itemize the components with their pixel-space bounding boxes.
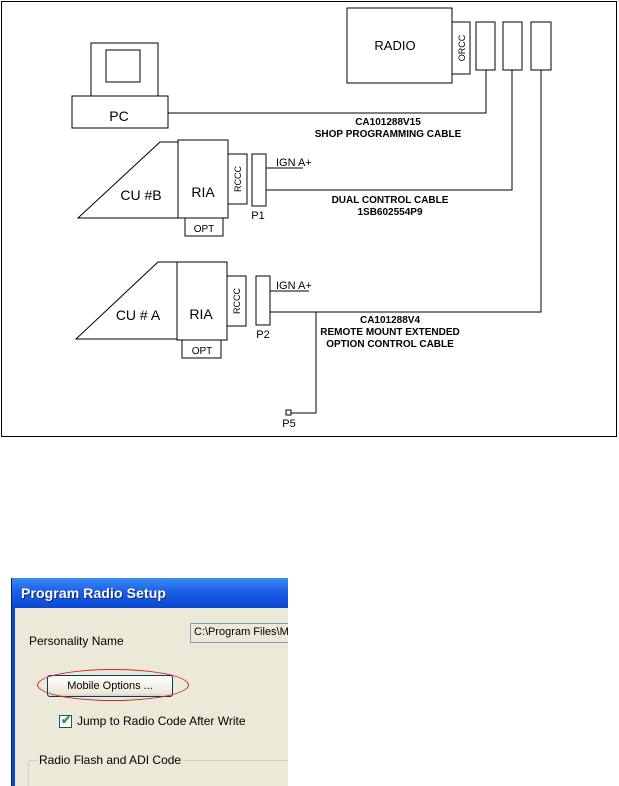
p2-connector — [255, 275, 271, 326]
connector-remote — [530, 21, 552, 71]
opt-a-label: OPT — [192, 346, 213, 357]
dialog-body: Personality Name C:\Program Files\M Mobi… — [12, 608, 288, 786]
rccc-a-label: RCCC — [232, 288, 242, 314]
p1-label: P1 — [251, 210, 264, 222]
radio-box — [346, 7, 453, 84]
opt-b-box — [184, 217, 224, 237]
pc-box — [71, 95, 169, 129]
p2-label: P2 — [256, 329, 269, 341]
dual-cable-wire — [266, 70, 513, 191]
jump-to-radio-code-label[interactable]: Jump to Radio Code After Write — [77, 714, 246, 728]
opt-b-label: OPT — [194, 224, 215, 235]
p1-connector — [251, 153, 267, 207]
radio-flash-adi-legend: Radio Flash and ADI Code — [37, 753, 184, 767]
personality-name-input[interactable]: C:\Program Files\M — [190, 623, 288, 643]
p5-label: P5 — [282, 418, 295, 430]
dual-cable-name: DUAL CONTROL CABLE — [332, 195, 449, 206]
connector-dual — [502, 21, 523, 71]
pc-label: PC — [109, 108, 128, 124]
rccc-b-box — [227, 153, 248, 205]
opt-a-box — [181, 339, 222, 359]
p5-connector — [285, 409, 292, 416]
mobile-options-button[interactable]: Mobile Options ... — [47, 675, 173, 697]
shop-cable-name: SHOP PROGRAMMING CABLE — [315, 129, 462, 140]
jump-to-radio-code-checkbox[interactable]: ✔ — [59, 713, 72, 728]
dual-cable-part: 1SB602554P9 — [357, 207, 422, 218]
cu-a-label: CU # A — [116, 307, 161, 323]
shop-cable-part: CA101288V15 — [355, 117, 421, 128]
personality-name-label: Personality Name — [29, 634, 124, 648]
ria-b-label: RIA — [191, 184, 215, 200]
rccc-a-box — [226, 275, 247, 327]
remote-cable-wire — [270, 70, 542, 313]
rccc-b-label: RCCC — [233, 166, 243, 192]
ign-b-label: IGN A+ — [276, 157, 312, 169]
radio-label: RADIO — [374, 38, 415, 53]
orcc-label: ORCC — [457, 34, 467, 61]
radio-flash-adi-group: Radio Flash and ADI Code — [28, 753, 288, 786]
remote-cable-line1: REMOTE MOUNT EXTENDED — [320, 327, 459, 338]
remote-cable-part: CA101288V4 — [360, 315, 420, 326]
dialog-title: Program Radio Setup — [21, 585, 167, 601]
dialog-titlebar[interactable]: Program Radio Setup — [12, 578, 288, 608]
pc-screen — [105, 49, 141, 83]
cabling-diagram-svg: RADIO ORCC PC CA101288V15 SHOP PROGRAMMI… — [1, 1, 617, 437]
p5-wire — [291, 312, 317, 414]
program-radio-setup-dialog: Program Radio Setup Personality Name C:\… — [11, 578, 288, 786]
connector-shop — [475, 21, 496, 71]
ria-b-box — [177, 139, 229, 219]
checkmark-icon: ✔ — [61, 713, 72, 727]
ign-a-label: IGN A+ — [276, 280, 312, 292]
orcc-box — [451, 21, 471, 75]
ria-a-label: RIA — [189, 306, 213, 322]
shop-cable-wire — [168, 70, 487, 114]
remote-cable-line2: OPTION CONTROL CABLE — [326, 339, 454, 350]
cabling-diagram: RADIO ORCC PC CA101288V15 SHOP PROGRAMMI… — [1, 1, 617, 437]
ria-a-box — [176, 261, 228, 341]
cu-b-label: CU #B — [120, 187, 161, 203]
